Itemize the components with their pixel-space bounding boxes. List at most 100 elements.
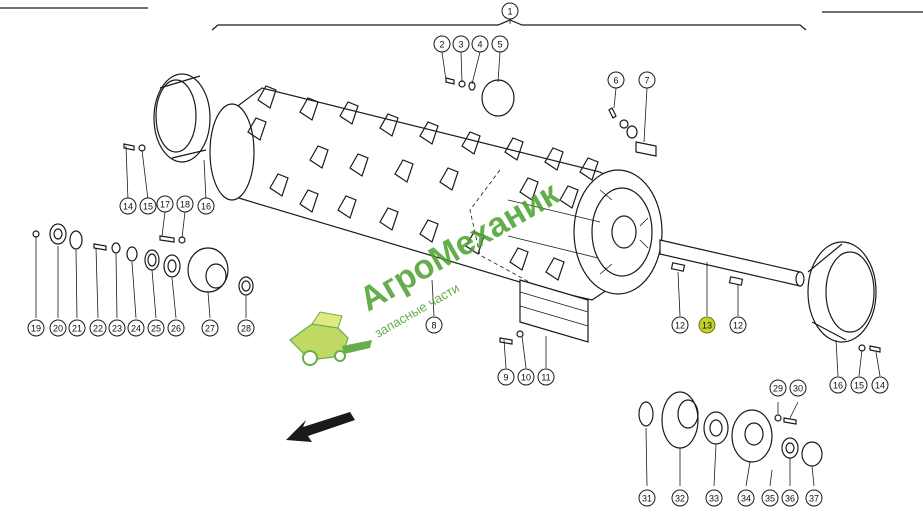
callout-7[interactable]: 7 <box>638 71 656 89</box>
callout-number: 33 <box>709 494 719 504</box>
callout-28[interactable]: 28 <box>237 319 255 337</box>
callout-12[interactable]: 12 <box>729 316 747 334</box>
callout-number: 4 <box>477 40 482 50</box>
callout-number: 3 <box>458 40 463 50</box>
callout-circle <box>127 319 145 337</box>
callout-circle <box>705 489 723 507</box>
callout-21[interactable]: 21 <box>68 319 86 337</box>
callout-19[interactable]: 19 <box>27 319 45 337</box>
callout-3[interactable]: 3 <box>452 35 470 53</box>
callout-number: 24 <box>131 324 141 334</box>
assembly-bracket <box>211 19 807 31</box>
callout-circle <box>781 489 799 507</box>
callout-1[interactable]: 1 <box>501 2 519 20</box>
callout-15[interactable]: 15 <box>139 197 157 215</box>
callout-33[interactable]: 33 <box>705 489 723 507</box>
callout-number: 11 <box>541 373 550 383</box>
callout-circle <box>201 319 219 337</box>
callout-14[interactable]: 14 <box>119 197 137 215</box>
callout-18[interactable]: 18 <box>176 195 194 213</box>
callout-34[interactable]: 34 <box>737 489 755 507</box>
callout-8[interactable]: 8 <box>425 316 443 334</box>
grate-fasteners <box>499 330 524 345</box>
callout-circle <box>237 319 255 337</box>
callout-31[interactable]: 31 <box>638 489 656 507</box>
callout-circle <box>433 35 451 53</box>
callout-number: 35 <box>765 494 775 504</box>
callout-number: 10 <box>521 373 531 383</box>
callout-16[interactable]: 16 <box>829 376 847 394</box>
callout-circle <box>197 197 215 215</box>
callout-13[interactable]: 13 <box>698 316 716 334</box>
direction-arrow <box>286 412 355 442</box>
callout-circle <box>638 489 656 507</box>
callout-4[interactable]: 4 <box>471 35 489 53</box>
callout-circle <box>789 379 807 397</box>
callout-circle <box>871 376 889 394</box>
right-drum-ring <box>807 241 877 343</box>
callout-5[interactable]: 5 <box>491 35 509 53</box>
callout-20[interactable]: 20 <box>49 319 67 337</box>
callout-number: 9 <box>503 373 508 383</box>
callout-2[interactable]: 2 <box>433 35 451 53</box>
callout-number: 5 <box>497 40 502 50</box>
callout-29[interactable]: 29 <box>769 379 787 397</box>
callout-16[interactable]: 16 <box>197 197 215 215</box>
callout-number: 37 <box>809 494 819 504</box>
callout-number: 34 <box>741 494 751 504</box>
callout-circle <box>671 316 689 334</box>
callout-17[interactable]: 17 <box>156 195 174 213</box>
callout-number: 17 <box>160 200 170 210</box>
callout-14[interactable]: 14 <box>871 376 889 394</box>
callout-6[interactable]: 6 <box>607 71 625 89</box>
callout-number: 6 <box>613 76 618 86</box>
callout-12[interactable]: 12 <box>671 316 689 334</box>
callout-26[interactable]: 26 <box>167 319 185 337</box>
callout-number: 21 <box>72 324 82 334</box>
callout-circle <box>805 489 823 507</box>
callout-37[interactable]: 37 <box>805 489 823 507</box>
callout-11[interactable]: 11 <box>537 368 555 386</box>
callout-27[interactable]: 27 <box>201 319 219 337</box>
left-drum-ring <box>153 73 211 163</box>
leader-lines <box>35 20 881 487</box>
callout-25[interactable]: 25 <box>147 319 165 337</box>
callout-circle <box>176 195 194 213</box>
callout-circle <box>537 368 555 386</box>
callout-number: 20 <box>53 324 63 334</box>
callout-circle <box>156 195 174 213</box>
combine-logo <box>289 311 372 366</box>
callout-circle <box>139 197 157 215</box>
callout-circle <box>761 489 779 507</box>
callout-10[interactable]: 10 <box>517 368 535 386</box>
callout-number: 25 <box>151 324 161 334</box>
callout-number: 15 <box>143 202 153 212</box>
callout-number: 22 <box>93 324 103 334</box>
callout-number: 26 <box>171 324 181 334</box>
callout-9[interactable]: 9 <box>497 368 515 386</box>
callout-number: 12 <box>675 321 685 331</box>
callout-number: 16 <box>833 381 843 391</box>
concave-grate <box>519 279 589 343</box>
callout-circle <box>27 319 45 337</box>
callout-circle <box>497 368 515 386</box>
bearing-assembly <box>638 391 823 467</box>
callout-22[interactable]: 22 <box>89 319 107 337</box>
callout-circle <box>638 71 656 89</box>
callout-36[interactable]: 36 <box>781 489 799 507</box>
callout-23[interactable]: 23 <box>108 319 126 337</box>
callout-35[interactable]: 35 <box>761 489 779 507</box>
callout-30[interactable]: 30 <box>789 379 807 397</box>
callout-number: 19 <box>31 324 41 334</box>
callout-15[interactable]: 15 <box>850 376 868 394</box>
callout-24[interactable]: 24 <box>127 319 145 337</box>
callout-circle <box>850 376 868 394</box>
callout-circle <box>517 368 535 386</box>
drum-teeth <box>247 85 599 281</box>
callout-number: 18 <box>180 200 190 210</box>
callout-circle <box>491 35 509 53</box>
callout-32[interactable]: 32 <box>671 489 689 507</box>
callout-circle <box>89 319 107 337</box>
callout-circle <box>119 197 137 215</box>
